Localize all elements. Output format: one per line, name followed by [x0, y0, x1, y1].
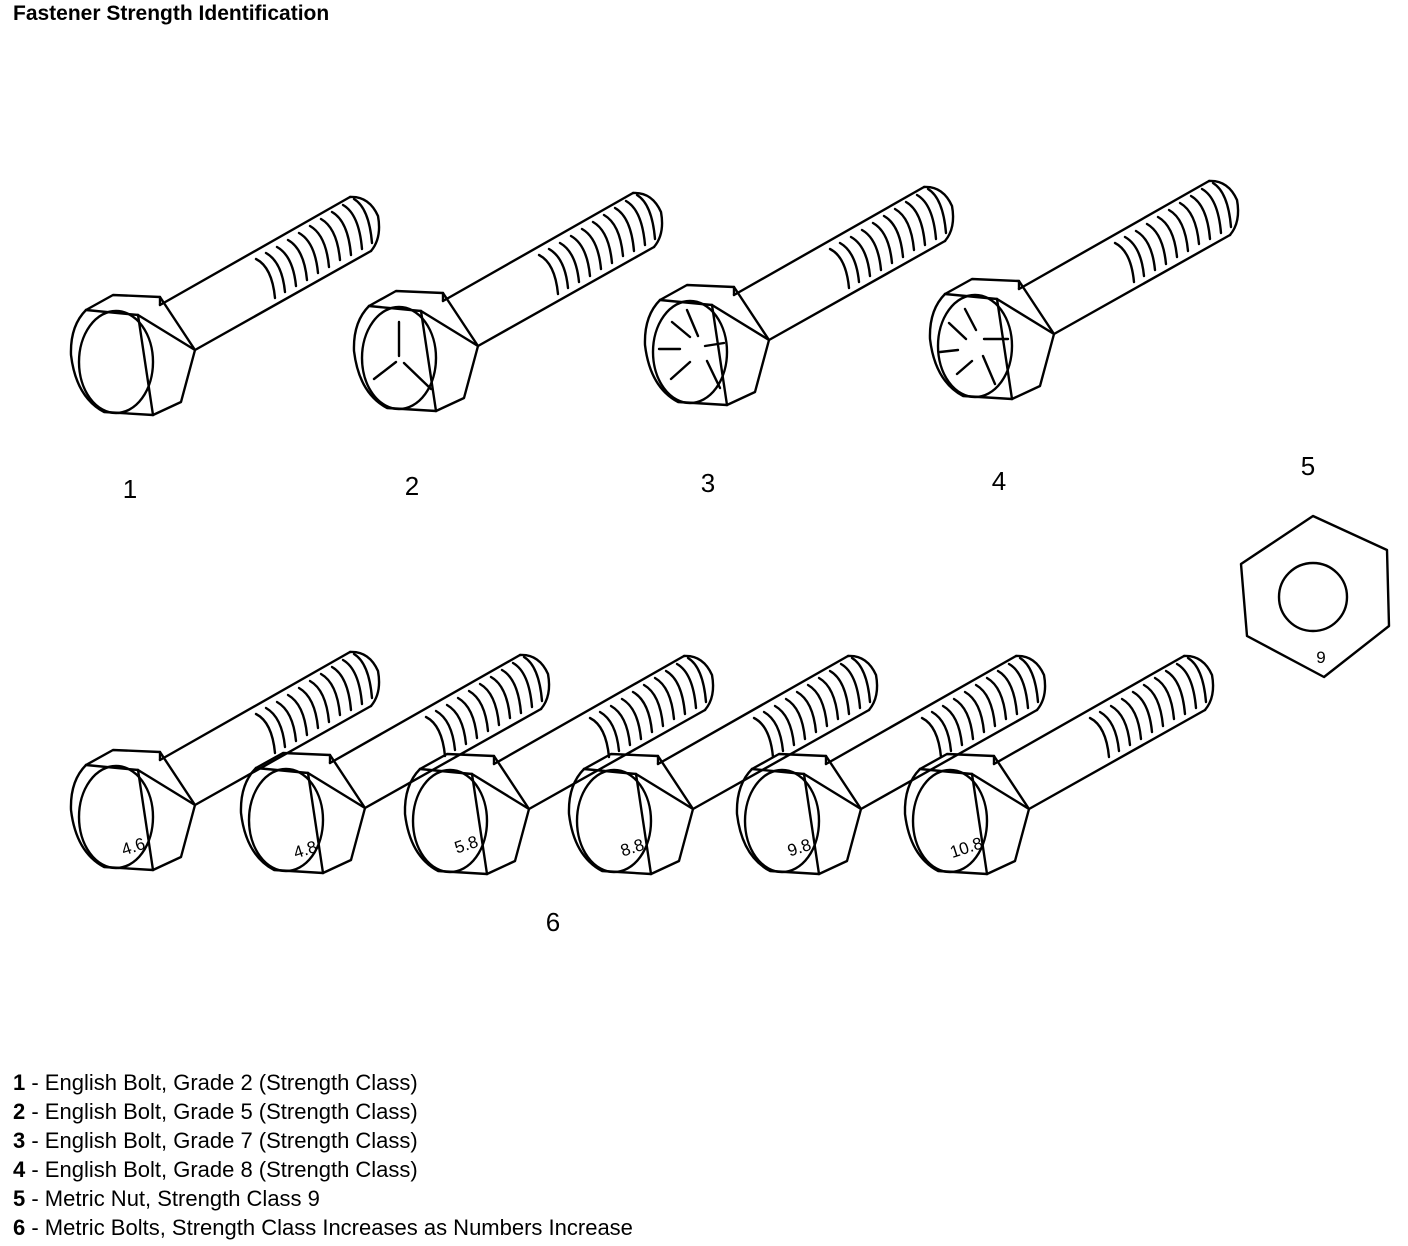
legend-number: 2: [13, 1099, 26, 1124]
bolt-marking: 8.8: [618, 835, 646, 860]
nut-marking: 9: [1316, 648, 1325, 667]
bolt-marking: 10.8: [948, 834, 985, 862]
callout-6: 6: [546, 907, 560, 937]
metric-bolt: 10.8: [903, 654, 1215, 876]
legend: 1 - English Bolt, Grade 2 (Strength Clas…: [13, 1068, 633, 1242]
legend-item: 1 - English Bolt, Grade 2 (Strength Clas…: [13, 1068, 633, 1097]
english-bolt-grade-7: [643, 185, 955, 407]
legend-number: 6: [13, 1215, 26, 1240]
english-bolt-grade-8: [928, 179, 1240, 401]
legend-text: - Metric Nut, Strength Class 9: [25, 1186, 320, 1211]
legend-item: 4 - English Bolt, Grade 8 (Strength Clas…: [13, 1155, 633, 1184]
callout-4: 4: [992, 466, 1006, 496]
english-bolt-grade-2: [69, 195, 381, 417]
callout-3: 3: [701, 468, 715, 498]
radial-mark-icon: [657, 308, 726, 390]
callout-1: 1: [123, 474, 137, 504]
radial-mark-icon: [938, 307, 1010, 386]
legend-item: 6 - Metric Bolts, Strength Class Increas…: [13, 1213, 633, 1242]
legend-number: 4: [13, 1157, 26, 1182]
radial-mark-icon: [372, 320, 433, 391]
legend-text: - English Bolt, Grade 8 (Strength Class): [25, 1157, 418, 1182]
english-bolt-grade-5: [352, 191, 664, 413]
legend-item: 2 - English Bolt, Grade 5 (Strength Clas…: [13, 1097, 633, 1126]
legend-text: - English Bolt, Grade 2 (Strength Class): [25, 1070, 418, 1095]
legend-text: - Metric Bolts, Strength Class Increases…: [25, 1215, 633, 1240]
legend-text: - English Bolt, Grade 7 (Strength Class): [25, 1128, 418, 1153]
metric-bolt: 5.8: [403, 654, 715, 876]
legend-number: 1: [13, 1070, 26, 1095]
callout-2: 2: [405, 471, 419, 501]
legend-text: - English Bolt, Grade 5 (Strength Class): [25, 1099, 418, 1124]
metric-nut: 9: [1239, 514, 1391, 679]
bolt-marking: 4.8: [291, 837, 319, 862]
legend-number: 3: [13, 1128, 26, 1153]
bolt-marking: 5.8: [452, 832, 480, 857]
diagram-title: Fastener Strength Identification: [13, 2, 330, 25]
legend-item: 5 - Metric Nut, Strength Class 9: [13, 1184, 633, 1213]
legend-item: 3 - English Bolt, Grade 7 (Strength Clas…: [13, 1126, 633, 1155]
legend-number: 5: [13, 1186, 26, 1211]
callout-5: 5: [1301, 451, 1315, 481]
bolt-marking: 4.6: [119, 834, 147, 859]
fastener-illustration: 9 4.6 4.8 5.8 8.8 9.8 10.8 1 2 3 4 5 6: [69, 179, 1391, 937]
